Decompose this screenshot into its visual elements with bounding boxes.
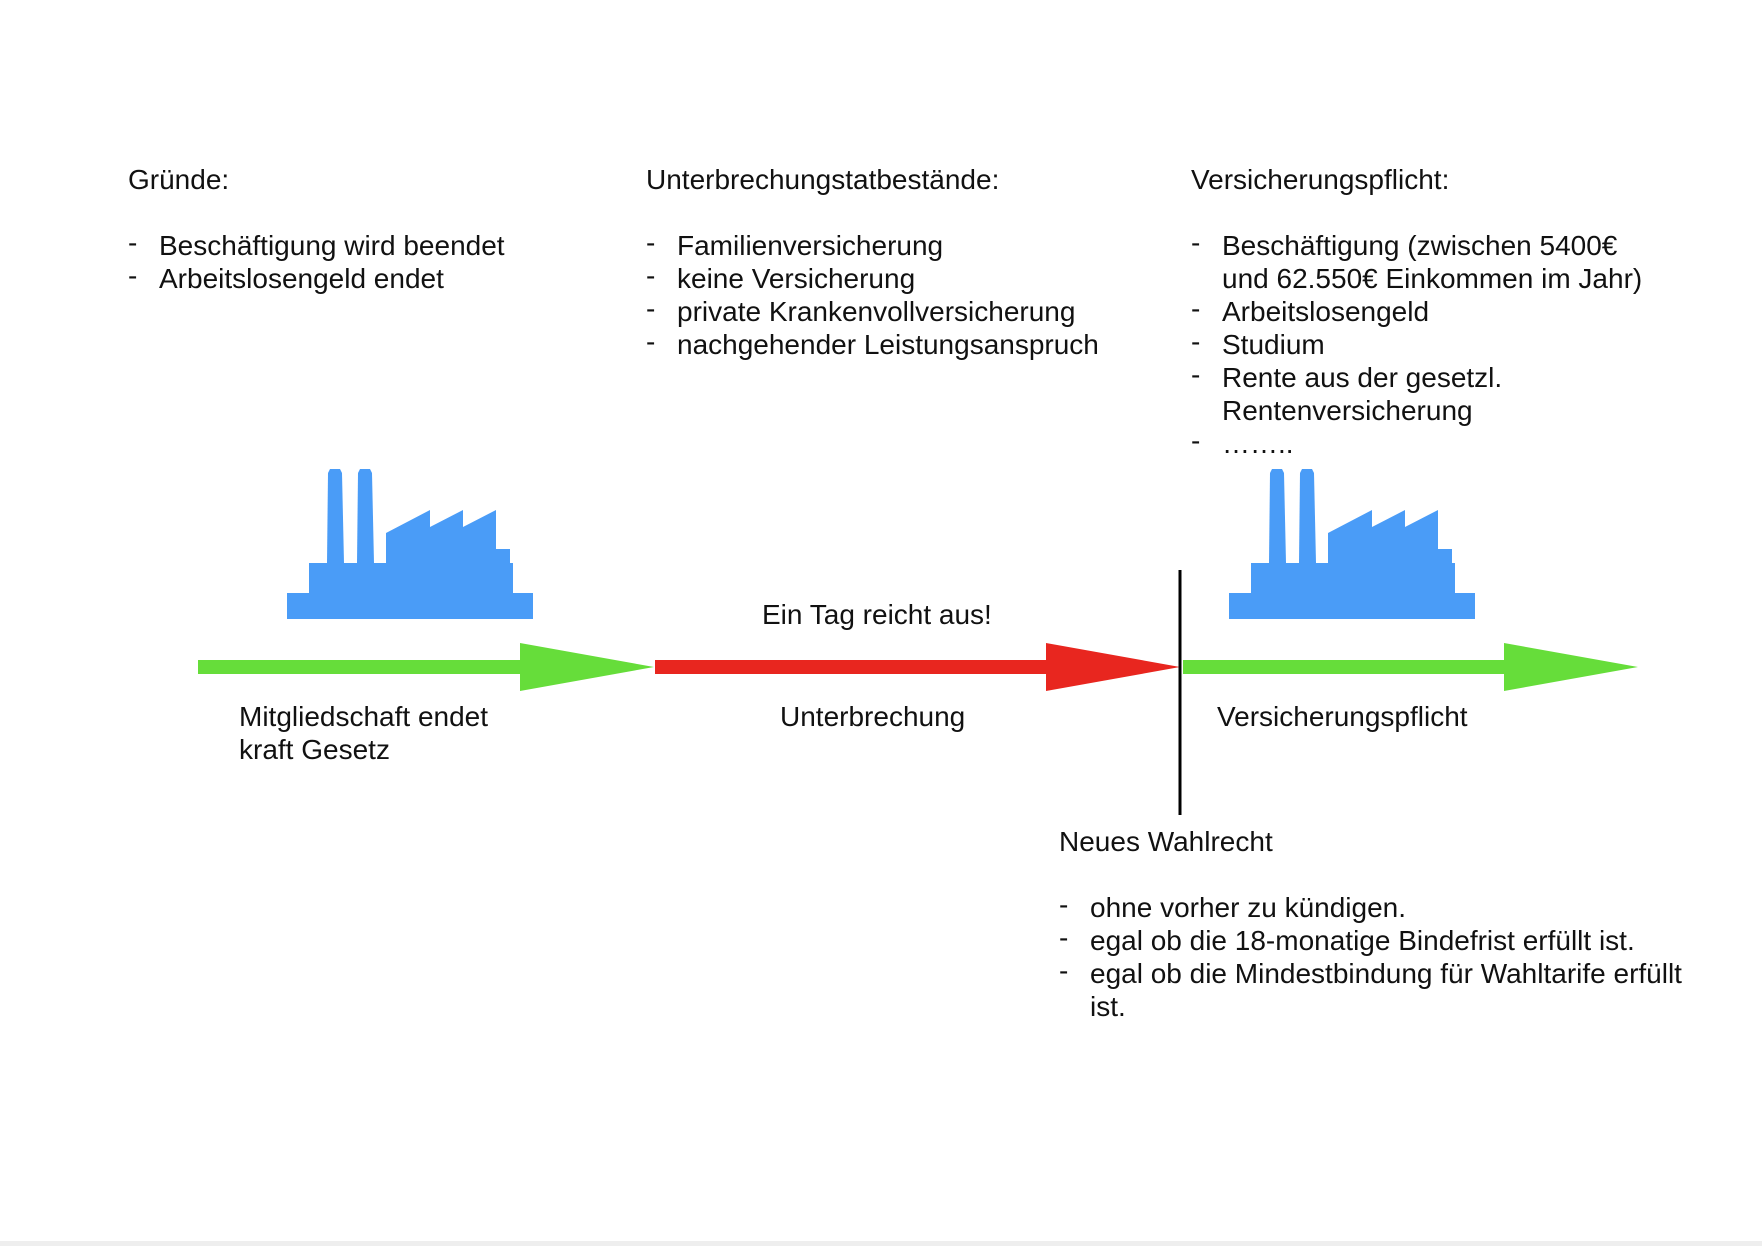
list-item: -Beschäftigung wird beendet: [128, 227, 505, 261]
reasons-block: Gründe: -Beschäftigung wird beendet -Arb…: [128, 163, 568, 295]
insurance-obligation-heading: Versicherungspflicht:: [1191, 164, 1450, 195]
red-arrow-interruption: [655, 643, 1180, 691]
insurance-obligation-block: Versicherungspflicht: -Beschäftigung (zw…: [1191, 163, 1671, 460]
list-item: -nachgehender Leistungsanspruch: [646, 326, 1099, 360]
segment-insurance-obligation-label: Versicherungspflicht: [1217, 701, 1468, 732]
list-item: -Arbeitslosengeld endet: [128, 260, 444, 294]
factory-icon: [287, 469, 533, 619]
reasons-heading: Gründe:: [128, 164, 230, 195]
list-item: -egal ob die 18-monatige Bindefrist erfü…: [1059, 922, 1635, 956]
list-item: -Familienversicherung: [646, 227, 944, 261]
list-item: -ohne vorher zu kündigen.: [1059, 889, 1406, 923]
list-item: -Studium: [1191, 326, 1325, 360]
reasons-list: -Beschäftigung wird beendet -Arbeitslose…: [128, 227, 568, 295]
segment-membership-label: Mitgliedschaft endet kraft Gesetz: [239, 701, 489, 765]
list-item: -Arbeitslosengeld: [1191, 293, 1430, 327]
green-arrow-insurance-obligation: [1183, 643, 1638, 691]
segment-interruption-label: Unterbrechung: [780, 701, 966, 732]
factory-icon: [1229, 469, 1475, 619]
list-item: -Rente aus der gesetzl. Rentenversicheru…: [1191, 359, 1503, 426]
page-bottom-edge: [0, 1241, 1762, 1246]
new-choice-block: Neues Wahlrecht -ohne vorher zu kündigen…: [1059, 825, 1699, 1023]
interruption-facts-block: Unterbrechungstatbestände: -Familienvers…: [646, 163, 1146, 361]
new-choice-heading: Neues Wahlrecht: [1059, 826, 1273, 857]
list-item: -egal ob die Mindestbindung für Wahltari…: [1059, 955, 1682, 1022]
interruption-facts-heading: Unterbrechungstatbestände:: [646, 164, 1000, 195]
list-item: -Beschäftigung (zwischen 5400€ und 62.55…: [1191, 227, 1643, 294]
interruption-facts-list: -Familienversicherung -keine Versicherun…: [646, 227, 1146, 361]
new-choice-list: -ohne vorher zu kündigen. -egal ob die 1…: [1059, 889, 1699, 1023]
list-item: -……..: [1191, 425, 1294, 459]
red-arrow-caption: Ein Tag reicht aus!: [762, 599, 992, 630]
list-item: -keine Versicherung: [646, 260, 916, 294]
green-arrow-membership-ends: [198, 643, 654, 691]
list-item: -private Krankenvollversicherung: [646, 293, 1076, 327]
insurance-obligation-list: -Beschäftigung (zwischen 5400€ und 62.55…: [1191, 227, 1671, 460]
